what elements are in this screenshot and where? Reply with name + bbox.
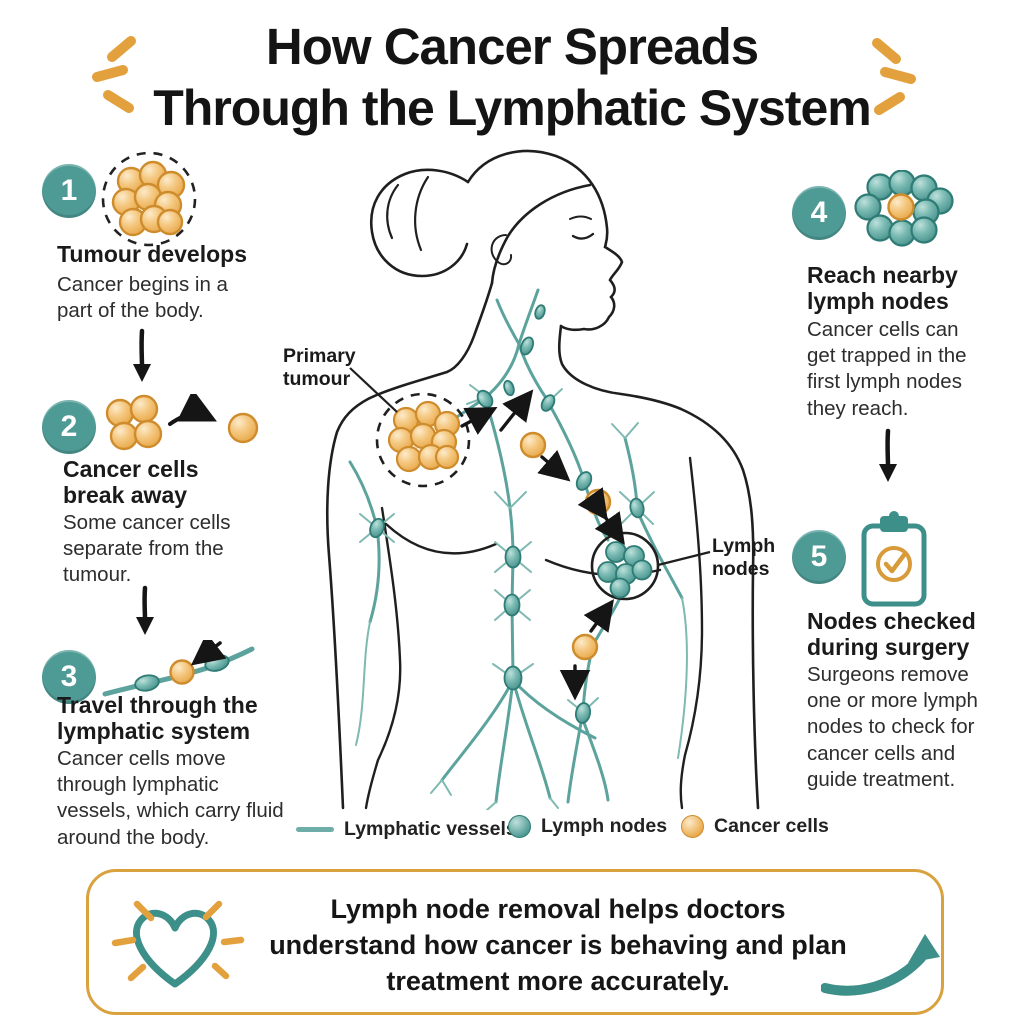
- legend-label: Lymph nodes: [541, 815, 668, 837]
- step-1-number-badge: 1: [42, 164, 96, 218]
- step-2-heading: Cancer cells break away: [63, 456, 199, 508]
- body-figure-illustration: [325, 149, 760, 810]
- title-block: How Cancer Spreads Through the Lymphatic…: [0, 20, 1024, 134]
- callout-text: Lymph node removal helps doctors underst…: [269, 894, 847, 996]
- step-3: 3 Travel through the lymphatic system Ca…: [40, 640, 305, 849]
- lymph-nodes: [369, 304, 645, 724]
- arrow-up-right-icon: [821, 934, 940, 996]
- step-3-description: Cancer cells move through lymphatic vess…: [57, 747, 284, 849]
- tumour-cluster-icon: [101, 151, 197, 247]
- lymph-node-swatch-icon: [508, 815, 531, 838]
- down-arrow-icon: [136, 585, 154, 635]
- legend-item-lymphatic-vessels: Lymphatic vessels: [296, 818, 517, 841]
- step-5: 5 Nodes checked during surgery Surgeons …: [790, 511, 1015, 800]
- accent-burst-left-icon: [92, 36, 136, 113]
- label-pointer-lines: [349, 367, 711, 567]
- step-4: 4 Reach nearby lymph nodes Cancer cells …: [790, 170, 1015, 420]
- step-4-number: 4: [810, 196, 828, 229]
- step-2-number-badge: 2: [42, 400, 96, 454]
- step-4-heading: Reach nearby lymph nodes: [807, 262, 958, 314]
- step-1: 1 Tumour develops Cancer begins in a par…: [40, 148, 280, 328]
- down-arrow-icon: [879, 428, 897, 482]
- step-1-number: 1: [60, 174, 78, 207]
- legend-label: Cancer cells: [714, 815, 829, 837]
- lymph-node-cluster: [590, 531, 660, 601]
- step-2-description: Some cancer cells separate from the tumo…: [63, 511, 231, 587]
- accent-burst-right-icon: [872, 38, 916, 115]
- step-5-number: 5: [810, 540, 828, 573]
- step-3-number-badge: 3: [42, 650, 96, 704]
- vessel-travel-icon: [102, 640, 255, 697]
- step-4-number-badge: 4: [792, 186, 846, 240]
- legend-item-cancer-cells: Cancer cells: [681, 815, 829, 838]
- title-line-2: Through the Lymphatic System: [153, 79, 871, 136]
- clipboard-check-icon: [861, 511, 927, 607]
- lymph-node-cluster-icon: [854, 170, 954, 247]
- cancer-cell-swatch-icon: [681, 815, 704, 838]
- lymphatic-vessel-swatch-icon: [296, 827, 334, 832]
- callout-box: Lymph node removal helps doctors underst…: [86, 869, 944, 1015]
- step-5-description: Surgeons remove one or more lymph nodes …: [807, 663, 978, 791]
- lymph-nodes-label: Lymph nodes: [712, 535, 776, 580]
- legend-label: Lymphatic vessels: [344, 818, 517, 840]
- heart-icon: [111, 900, 245, 988]
- primary-tumour-label: Primary tumour: [283, 345, 356, 390]
- step-1-heading: Tumour develops: [57, 241, 247, 267]
- legend-item-lymph-nodes: Lymph nodes: [508, 815, 667, 838]
- down-arrow-icon: [133, 328, 151, 382]
- step-2-number: 2: [60, 410, 78, 443]
- step-5-heading: Nodes checked during surgery: [807, 608, 976, 660]
- step-3-number: 3: [60, 660, 78, 693]
- primary-tumour: [375, 392, 471, 488]
- spread-arrows: [460, 389, 625, 701]
- title-line-1: How Cancer Spreads: [265, 18, 759, 75]
- step-3-heading: Travel through the lymphatic system: [57, 692, 258, 744]
- step-1-description: Cancer begins in a part of the body.: [57, 273, 228, 323]
- step-4-description: Cancer cells can get trapped in the firs…: [807, 318, 967, 420]
- step-5-number-badge: 5: [792, 530, 846, 584]
- cells-break-away-icon: [105, 394, 259, 451]
- step-2: 2 Cancer cells break away Some cancer ce…: [40, 392, 280, 592]
